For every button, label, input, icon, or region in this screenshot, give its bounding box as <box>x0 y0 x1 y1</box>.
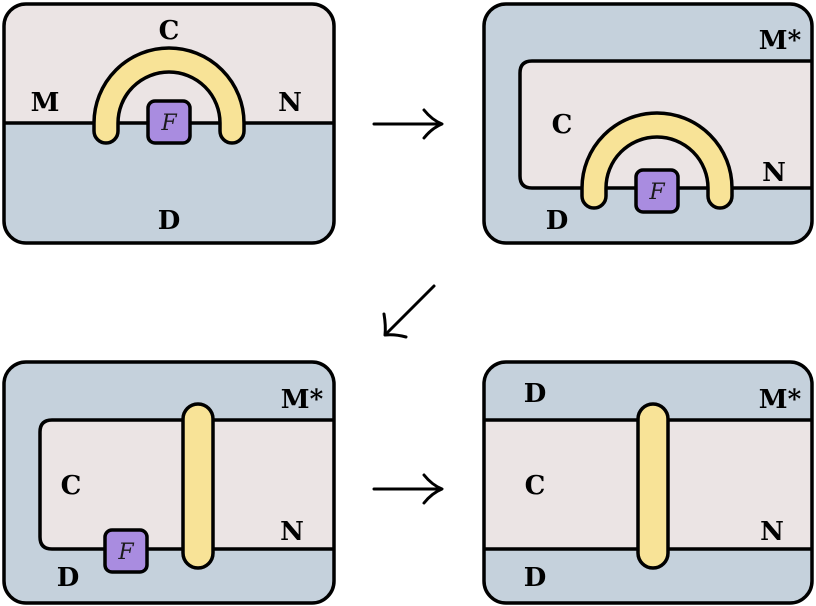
yellow-strand-vertical <box>636 402 670 570</box>
region-label-d-bottom: D <box>524 563 547 593</box>
panel-1: F C M N D <box>2 2 336 245</box>
arrow-right-top <box>372 108 444 140</box>
region-label-d-top: D <box>524 379 547 409</box>
yellow-strand-arch <box>580 111 734 210</box>
region-label-c: C <box>159 16 180 46</box>
wire-label-m-dual: M* <box>281 385 324 415</box>
panel-4: D M* C N D <box>482 360 814 605</box>
wire-label-m-dual: M* <box>759 26 802 56</box>
panel-2: F M* C N D <box>482 2 814 245</box>
arrow-down-left <box>382 284 436 339</box>
functor-label: F <box>117 540 134 565</box>
yellow-strand-vertical <box>181 402 215 570</box>
functor-label: F <box>160 111 177 136</box>
functor-box <box>146 99 192 145</box>
yellow-strand-arch <box>92 46 246 145</box>
wire-label-n: N <box>280 517 304 547</box>
panel-frame <box>2 2 336 245</box>
functor-box <box>103 528 149 574</box>
functor-label: F <box>648 180 665 205</box>
wire-label-n: N <box>278 88 302 118</box>
wire-label-m: M <box>31 88 60 118</box>
region-label-c: C <box>552 110 573 140</box>
region-label-d: D <box>546 206 569 236</box>
wire-label-m-dual: M* <box>759 385 802 415</box>
region-label-d: D <box>158 206 181 236</box>
arrow-right-bottom <box>372 473 444 505</box>
wire-m-dual-n <box>38 418 334 551</box>
wire-label-n: N <box>762 158 786 188</box>
panel-3: F M* C N D <box>2 360 336 605</box>
functor-box <box>634 168 680 214</box>
panel-frame <box>2 360 336 605</box>
region-label-c: C <box>525 471 546 501</box>
panel-frame <box>482 360 814 605</box>
region-label-c: C <box>61 471 82 501</box>
panel-frame <box>482 2 814 245</box>
wire-m-dual-n <box>518 59 812 190</box>
wire-label-n: N <box>760 517 784 547</box>
region-label-d: D <box>57 563 80 593</box>
